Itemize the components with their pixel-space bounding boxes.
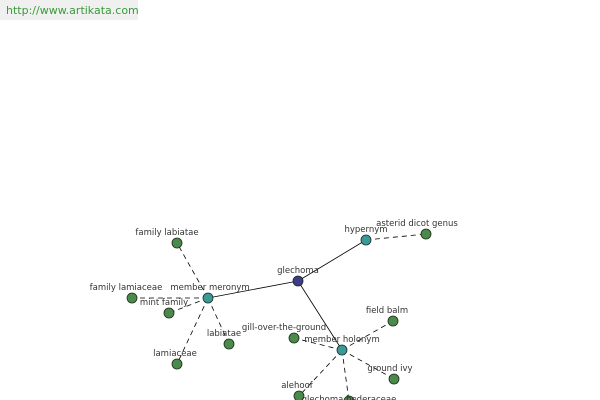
node-label-asterid-dicot-genus: asterid dicot genus: [376, 219, 458, 229]
node-family-lamiaceae[interactable]: [126, 292, 138, 304]
node-label-alehoof: alehoof: [281, 381, 314, 391]
node-label-member-meronym: member meronym: [170, 283, 249, 293]
node-label-mint-family: mint family: [140, 298, 188, 308]
edge-glechoma-to-hypernym: [297, 239, 367, 282]
node-alehoof[interactable]: [293, 390, 305, 400]
edge-member-meronym-to-family-labiatae: [176, 242, 209, 299]
edge-member-holonym-to-field-balm: [341, 320, 394, 351]
node-family-labiatae[interactable]: [171, 237, 183, 249]
node-label-field-balm: field balm: [366, 306, 408, 316]
edge-glechoma-to-member-holonym: [297, 280, 343, 351]
node-labiatae[interactable]: [223, 338, 235, 350]
edge-glechoma-to-member-meronym: [207, 280, 299, 299]
node-member-meronym[interactable]: [202, 292, 214, 304]
node-label-hypernym: hypernym: [344, 225, 387, 235]
node-label-member-holonym: member holonym: [304, 335, 379, 345]
node-label-family-labiatae: family labiatae: [135, 228, 198, 238]
node-label-labiatae: labiatae: [207, 329, 241, 339]
source-url-link[interactable]: http://www.artikata.com: [0, 0, 139, 20]
node-gill-over-the-ground[interactable]: [288, 332, 300, 344]
edge-member-holonym-to-glechoma-hederaceae: [341, 349, 350, 400]
node-label-ground-ivy: ground ivy: [367, 364, 412, 374]
node-hypernym[interactable]: [360, 234, 372, 246]
node-label-glechoma-hederaceae: glechoma hederaceae: [302, 395, 397, 400]
node-label-family-lamiaceae: family lamiaceae: [90, 283, 163, 293]
node-member-holonym[interactable]: [336, 344, 348, 356]
node-glechoma-hederaceae[interactable]: [343, 395, 355, 400]
node-ground-ivy[interactable]: [388, 373, 400, 385]
edge-member-meronym-to-lamiaceae: [176, 297, 209, 365]
node-label-lamiaceae: lamiaceae: [153, 349, 197, 359]
nodes-layer: [126, 228, 432, 400]
edge-member-holonym-to-alehoof: [298, 349, 343, 397]
node-asterid-dicot-genus[interactable]: [420, 228, 432, 240]
node-label-gill-over-the-ground: gill-over-the-ground: [242, 323, 326, 333]
edges-layer: [132, 233, 427, 400]
edge-member-holonym-to-ground-ivy: [341, 349, 395, 380]
node-lamiaceae[interactable]: [171, 358, 183, 370]
node-mint-family[interactable]: [163, 307, 175, 319]
edge-member-meronym-to-mint-family: [168, 297, 209, 314]
node-field-balm[interactable]: [387, 315, 399, 327]
node-label-glechoma: glechoma: [277, 266, 319, 276]
node-glechoma[interactable]: [292, 275, 304, 287]
edge-hypernym-to-asterid-dicot-genus: [365, 233, 427, 241]
labels-layer: glechoma hypernym member meronym member hol…: [90, 219, 459, 400]
